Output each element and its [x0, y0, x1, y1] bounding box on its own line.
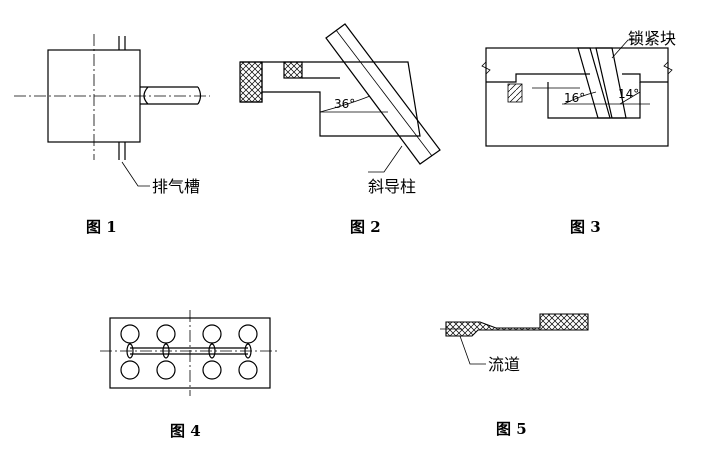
fig3-angle-left: 16°: [564, 91, 585, 105]
fig2-angle-label: 36°: [334, 97, 355, 111]
fig2-slider-hatch-left: [239, 61, 263, 103]
figure-3: 16° 14° 锁紧块 图 3: [481, 29, 676, 236]
figure-1: 排气槽 图 1: [14, 34, 210, 236]
fig4-runners: [126, 343, 252, 359]
fig4-caption: 图 4: [170, 422, 201, 440]
fig3-angle-right: 14°: [618, 87, 639, 101]
fig3-angle-pin: [577, 47, 611, 119]
fig4-cavities: [120, 324, 258, 380]
fig3-locking-block: [595, 47, 627, 119]
fig1-leader-line: [121, 161, 150, 187]
fig5-leader-line: [459, 335, 486, 365]
fig2-caption: 图 2: [350, 218, 381, 236]
fig1-caption: 图 1: [86, 218, 117, 236]
figure-2: 36° 斜导柱 图 2: [239, 23, 441, 236]
fig2-leader-line: [368, 145, 403, 173]
fig5-label-runner: 流道: [488, 355, 520, 374]
fig3-part: [507, 83, 523, 103]
figure-5: 流道 图 5: [440, 313, 589, 438]
fig1-label-vent-slot: 排气槽: [152, 177, 200, 196]
fig3-label-locking-block: 锁紧块: [628, 29, 676, 48]
fig3-parting-line: [486, 73, 590, 83]
fig5-runner-part: [445, 313, 589, 337]
fig1-pin: [140, 86, 198, 105]
fig5-caption: 图 5: [496, 420, 527, 438]
fig2-slider-hatch-right: [283, 61, 303, 79]
fig3-slider: [547, 82, 641, 119]
figure-4: 图 4: [100, 310, 280, 440]
fig2-angle-pin: [325, 23, 441, 165]
fig3-leader-line: [611, 39, 642, 59]
fig2-slider-body: [240, 61, 421, 137]
fig3-caption: 图 3: [570, 218, 601, 236]
fig2-label-angle-pin: 斜导柱: [368, 177, 416, 196]
fig3-mold-base: [485, 47, 669, 147]
